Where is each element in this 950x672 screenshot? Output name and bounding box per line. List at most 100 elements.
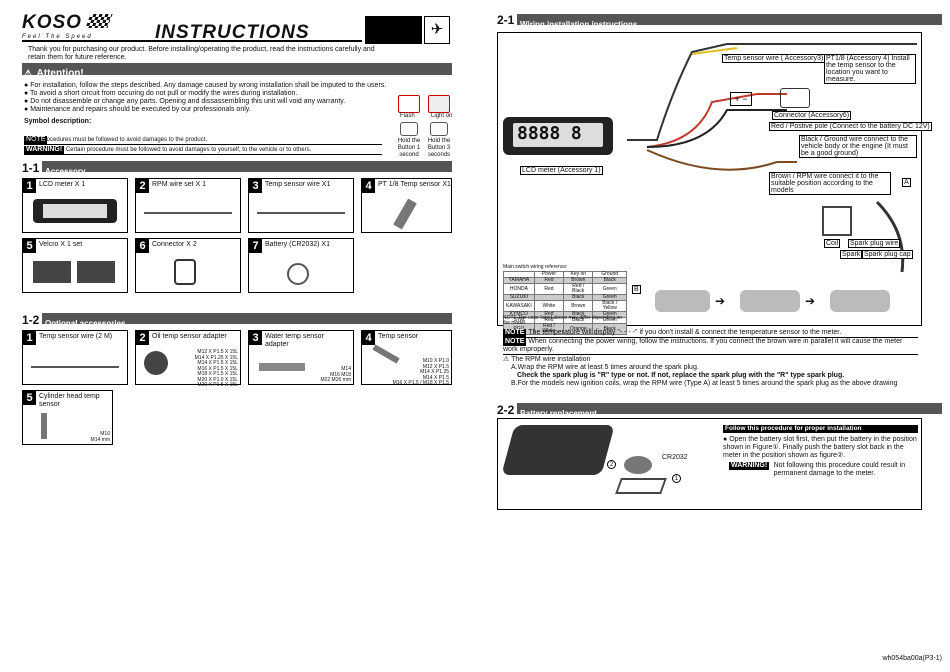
warning-tag: WARNING! xyxy=(729,462,770,470)
marker-b: B xyxy=(632,285,641,294)
meter-screen: 8888 8 xyxy=(513,123,603,147)
attention-list: ● For installation, follow the steps des… xyxy=(24,82,394,114)
lcd-meter-icon xyxy=(33,199,117,223)
warning-tag: WARNING! xyxy=(24,146,65,154)
warning-text: Not following this procedure could resul… xyxy=(773,462,906,477)
temp-wire-icon xyxy=(31,366,119,368)
attention-bullet: ● Maintenance and repairs should be exec… xyxy=(24,106,251,113)
note-tag: NOTE xyxy=(24,136,48,144)
battery-icon xyxy=(287,263,309,285)
item-number: 4 xyxy=(362,179,375,193)
spec-line: M12 X P1.5 X 15L xyxy=(197,349,238,355)
pt18-callout: PT1/8 (Accessory 4) Install the temp sen… xyxy=(824,54,916,84)
velcro-icon xyxy=(33,261,71,283)
spark-plug-drawing-2 xyxy=(740,290,800,312)
optional-title: Optional accessories xyxy=(45,319,126,328)
note-desc: Some procedures must be followed to avoi… xyxy=(24,137,382,145)
accessory-item-6: 6 Connector X 2 xyxy=(135,238,241,293)
item-label: LCD meter X 1 xyxy=(39,181,86,188)
warning-triangle-icon: ⚠ xyxy=(503,356,510,363)
intro-text: Thank you for purchasing our product. Be… xyxy=(28,46,375,61)
velcro-icon xyxy=(77,261,115,283)
follow-header: Follow this procedure for proper install… xyxy=(723,425,918,433)
battery-tray-drawing xyxy=(615,478,667,494)
lcd-callout: LCD meter (Accessory 1) xyxy=(520,166,603,175)
item-label: Velcro X 1 set xyxy=(39,241,83,248)
accessory-item-7: 7 Battery (CR2032) X1 xyxy=(248,238,354,293)
black-wire-line xyxy=(646,109,787,148)
temp-wire-line xyxy=(627,43,917,141)
callout-2: 2 xyxy=(607,460,616,469)
optional-item-4: 4 Temp sensor M10 X P1.0 M12 X P1.5 M14 … xyxy=(361,330,452,386)
battery-symbol-icon: + − xyxy=(730,92,752,106)
note-row: NOTE xyxy=(24,128,384,146)
spark-plug-drawing-3 xyxy=(830,290,890,312)
wiring-title: Wiring installation instructions xyxy=(520,20,638,29)
brown-wire-line xyxy=(646,149,797,171)
brown-wire-callout: Brown / RPM wire connect it to the suita… xyxy=(769,172,891,195)
rpm-step-a: A.Wrap the RPM wire at least 5 times aro… xyxy=(511,364,699,371)
callout-1: 1 xyxy=(672,474,681,483)
spark-cap-callout: Spark plug cap xyxy=(862,250,913,259)
battery-coin-icon xyxy=(624,456,652,474)
item-number: 3 xyxy=(249,179,262,193)
optional-item-3: 3 Water temp sensor adapter M14 M16 M18 … xyxy=(248,330,354,385)
section-num-2-1: 2-1 xyxy=(497,13,515,27)
rpm-instructions: ⚠ The RPM wire installation A.Wrap the R… xyxy=(503,356,918,388)
logo-text: KOSO xyxy=(22,12,82,33)
koso-logo: KOSO Feel The Speed xyxy=(22,12,93,41)
spark-plug-drawing-1 xyxy=(655,290,710,312)
cylinder-sensor-icon xyxy=(41,413,47,439)
spec-line: M10 X P1.0 xyxy=(422,358,449,364)
attention-bar: ⚠ Attention! xyxy=(22,63,452,79)
hold-1s-label: Hold the Button 1 second xyxy=(397,138,421,158)
header-black-block xyxy=(365,16,422,44)
optional-bar: Optional accessories xyxy=(42,313,452,328)
oil-adapter-icon xyxy=(144,351,168,375)
temp-wire-icon xyxy=(257,212,345,214)
battery-frame xyxy=(497,418,922,510)
page-title: INSTRUCTIONS xyxy=(155,22,310,43)
coil-icon xyxy=(822,206,852,236)
spec-line: M14 X P1.5 X 15L xyxy=(197,360,238,366)
red-wire-callout: Red / Postive pole (Connect to the batte… xyxy=(769,122,932,131)
battery-step: ● Open the battery slot first, then put … xyxy=(723,436,917,459)
spec-line: M20 X P1.0 X 15L xyxy=(197,376,238,383)
accessory-item-5: 5 Velcro X 1 set xyxy=(22,238,128,293)
attention-bullet: ● To avoid a short circuit from occuring… xyxy=(24,90,298,97)
rpm-step-b: B.For the models new ignition coils, wra… xyxy=(511,380,898,387)
flash-icon xyxy=(398,95,420,113)
footer-code: wh054ba00a(P3-1) xyxy=(882,655,942,662)
optional-item-2: 2 Oil temp sensor adapter M12 X P1.5 X 1… xyxy=(135,330,241,388)
battery-warning: WARNING! Not following this procedure co… xyxy=(729,462,919,480)
item-label: Water temp sensor adapter xyxy=(265,333,324,348)
wiring-bar: Wiring installation instructions xyxy=(517,14,942,29)
header-rule xyxy=(22,40,362,42)
manual-reader-icon: ✈ xyxy=(424,16,450,44)
item-number: 6 xyxy=(136,239,149,253)
temp-sensor-icon xyxy=(393,198,417,230)
section-num-1-2: 1-2 xyxy=(22,313,40,327)
black-wire-callout: Black / Ground wire connect to the vehic… xyxy=(799,135,917,158)
note-tag: NOTE xyxy=(503,329,527,337)
item-label: Cylinder head temp sensor xyxy=(39,393,100,408)
rpm-wire-icon xyxy=(144,212,232,214)
spark-plug-wire-line xyxy=(875,200,905,273)
meter-digits: 8888 xyxy=(517,123,561,144)
cr2032-label: CR2032 xyxy=(662,454,688,461)
meter-gear: 8 xyxy=(570,123,582,144)
temp-wire-callout: Temp sensor wire ( Accessory3) xyxy=(722,54,826,63)
battery-title: Battery replacement xyxy=(520,409,597,418)
table-note: NOTE The color listed above may differ d… xyxy=(503,315,623,326)
item-number: 5 xyxy=(23,391,36,405)
item-number: 2 xyxy=(136,179,149,193)
item-number: 1 xyxy=(23,331,36,345)
water-adapter-icon xyxy=(259,363,305,371)
accessory-item-4: 4 PT 1/8 Temp sensor X1 xyxy=(361,178,452,233)
item-label: Temp sensor xyxy=(378,333,419,340)
wiring-table-title: Main switch wiring reference: xyxy=(503,264,568,270)
item-number: 5 xyxy=(23,239,36,253)
spec-line: M18 X P1.5 X 15L xyxy=(197,371,238,377)
spec-line: M14 X P1.5 xyxy=(422,374,449,381)
